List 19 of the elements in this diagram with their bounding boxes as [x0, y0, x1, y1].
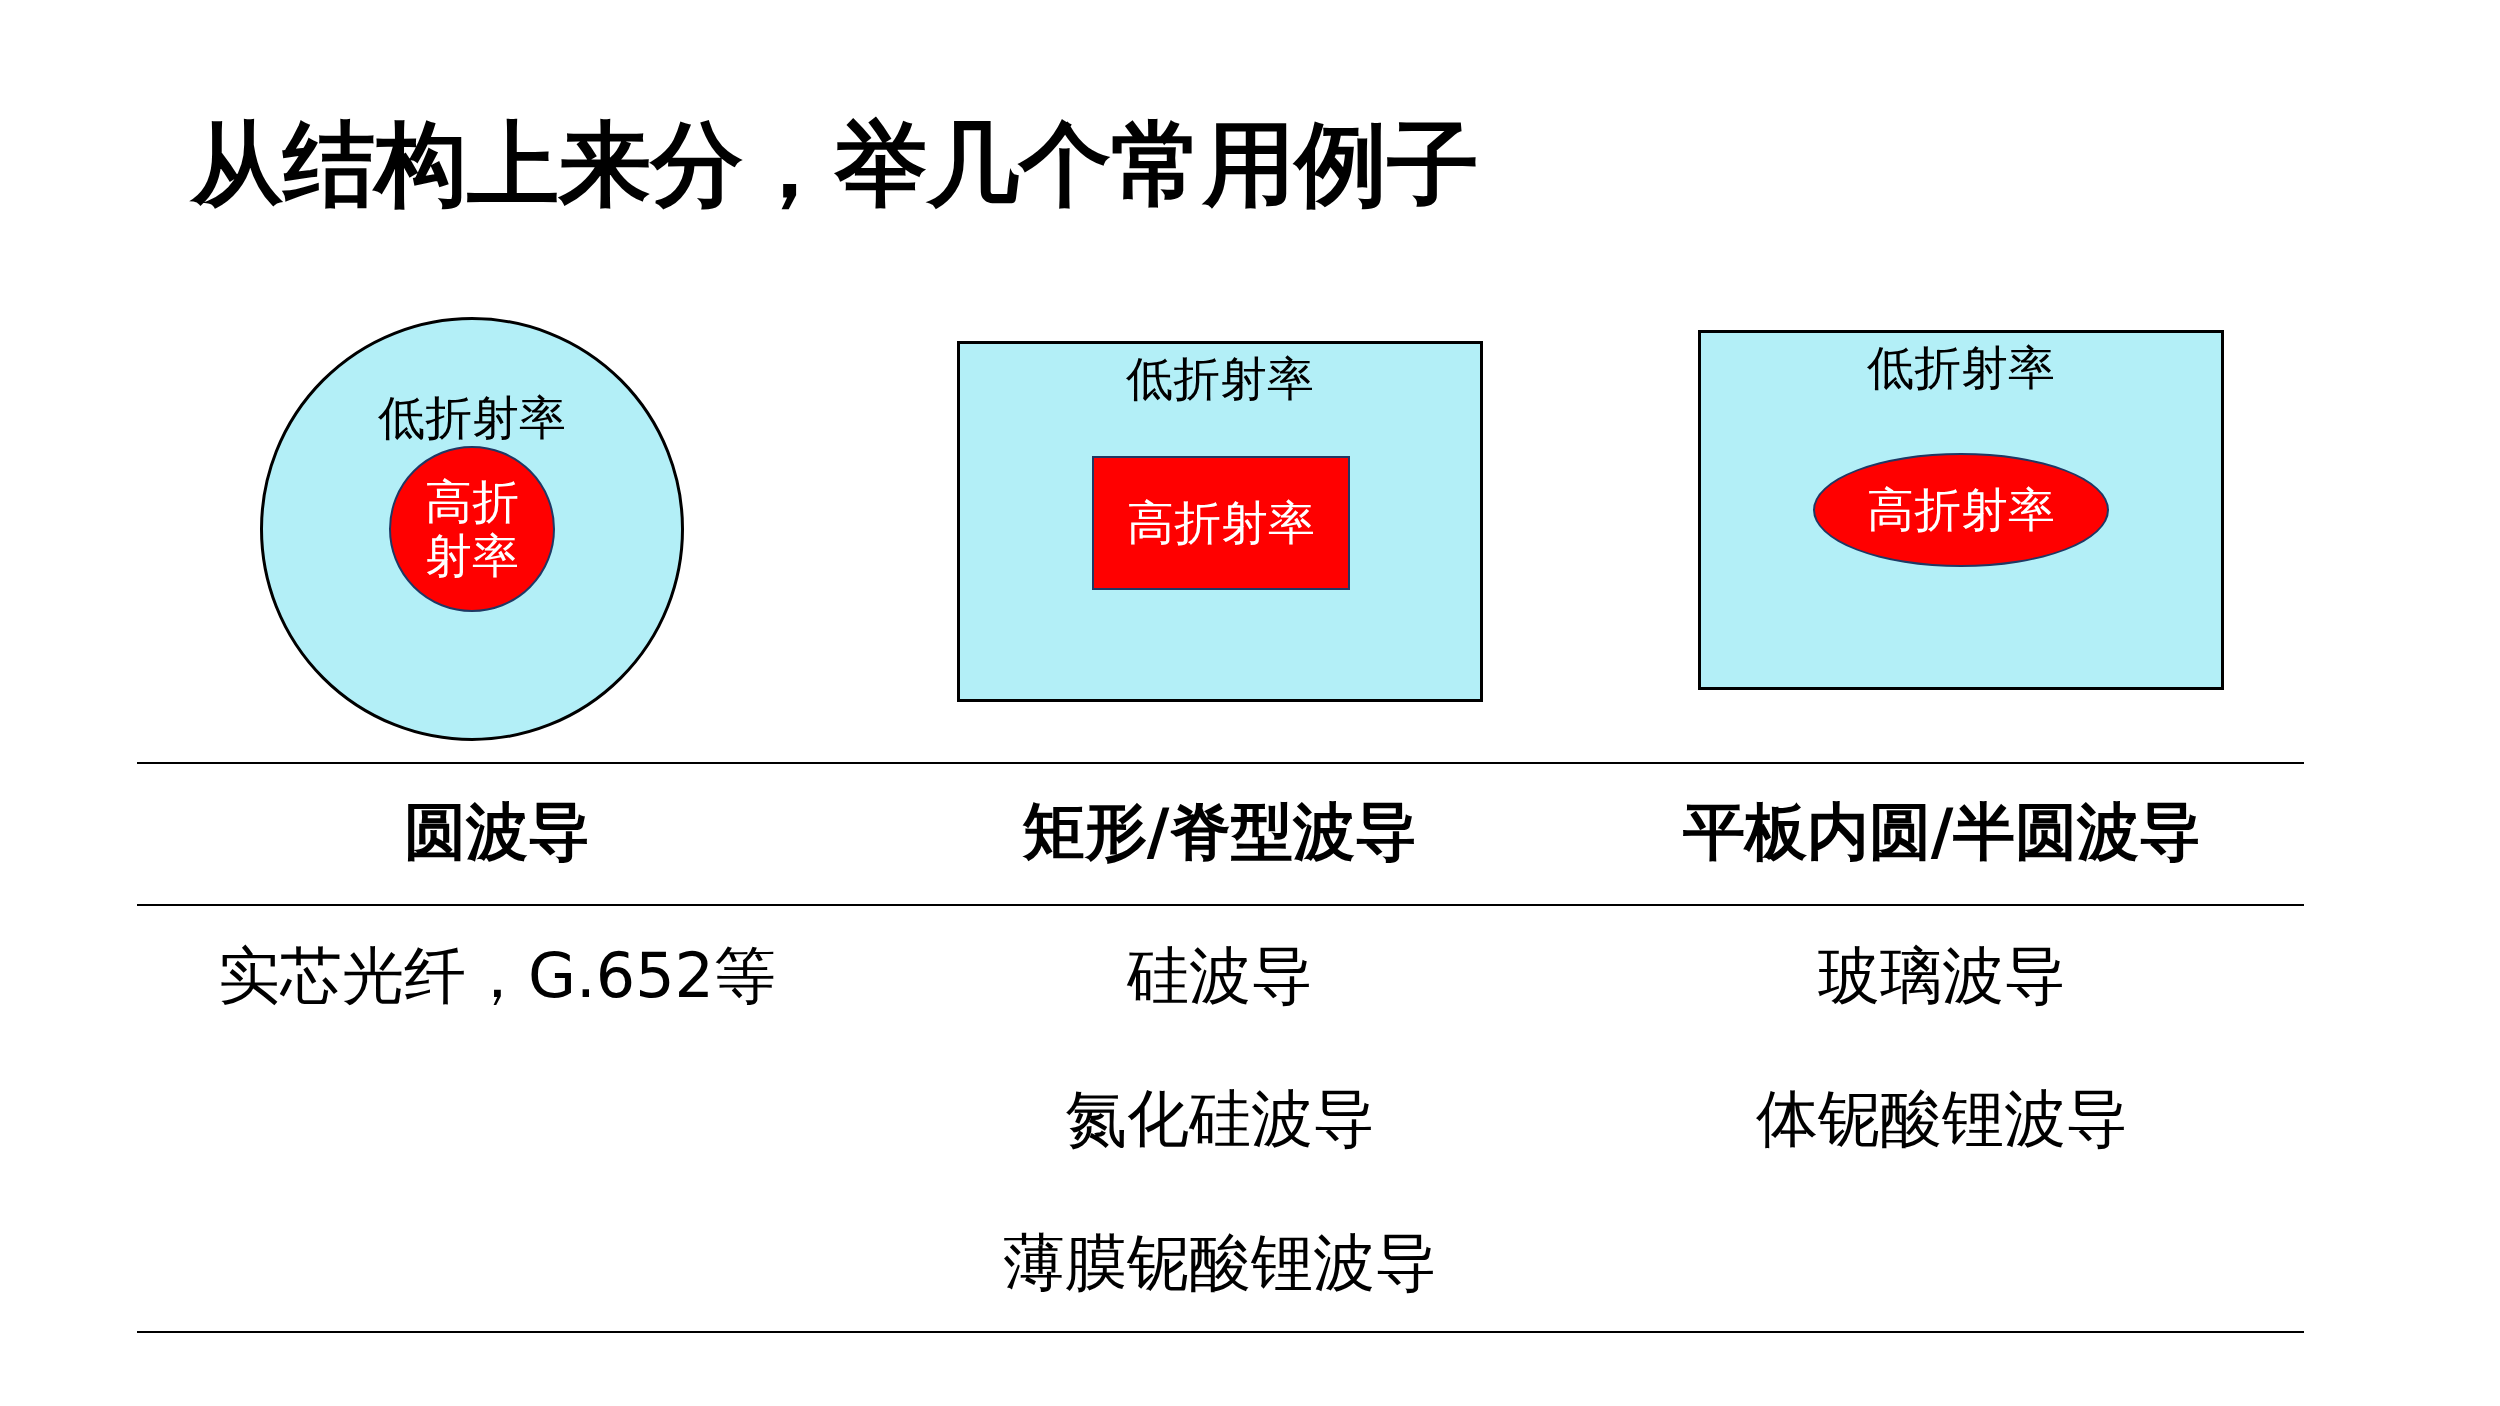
page-title: 从结构上来分，举几个常用例子: [191, 110, 1479, 220]
region-label: 低折射率: [378, 391, 566, 446]
waveguide-example: 玻璃波导: [1818, 940, 2066, 1012]
region-label: 高折射率: [424, 474, 520, 584]
region-label: 高折射率: [1867, 483, 2055, 537]
region-label: 高折射率: [1127, 496, 1315, 550]
core-rectangle: [1092, 456, 1350, 590]
column-heading: 矩形/脊型波导: [1022, 796, 1418, 868]
column-heading: 圆波导: [404, 796, 590, 868]
cladding-rectangle: [1698, 330, 2224, 690]
region-label: 低折射率: [1867, 341, 2055, 396]
region-label: 低折射率: [1126, 352, 1314, 407]
waveguide-example: 硅波导: [1127, 940, 1313, 1012]
waveguide-example: 实芯光纤，G.652等: [217, 940, 777, 1012]
column-heading: 平板内圆/半圆波导: [1682, 796, 2202, 868]
waveguide-example: 氮化硅波导: [1065, 1083, 1375, 1155]
waveguide-example: 体铌酸锂波导: [1756, 1083, 2128, 1155]
waveguide-example: 薄膜铌酸锂波导: [1003, 1227, 1437, 1299]
cladding-rectangle: [957, 341, 1483, 702]
